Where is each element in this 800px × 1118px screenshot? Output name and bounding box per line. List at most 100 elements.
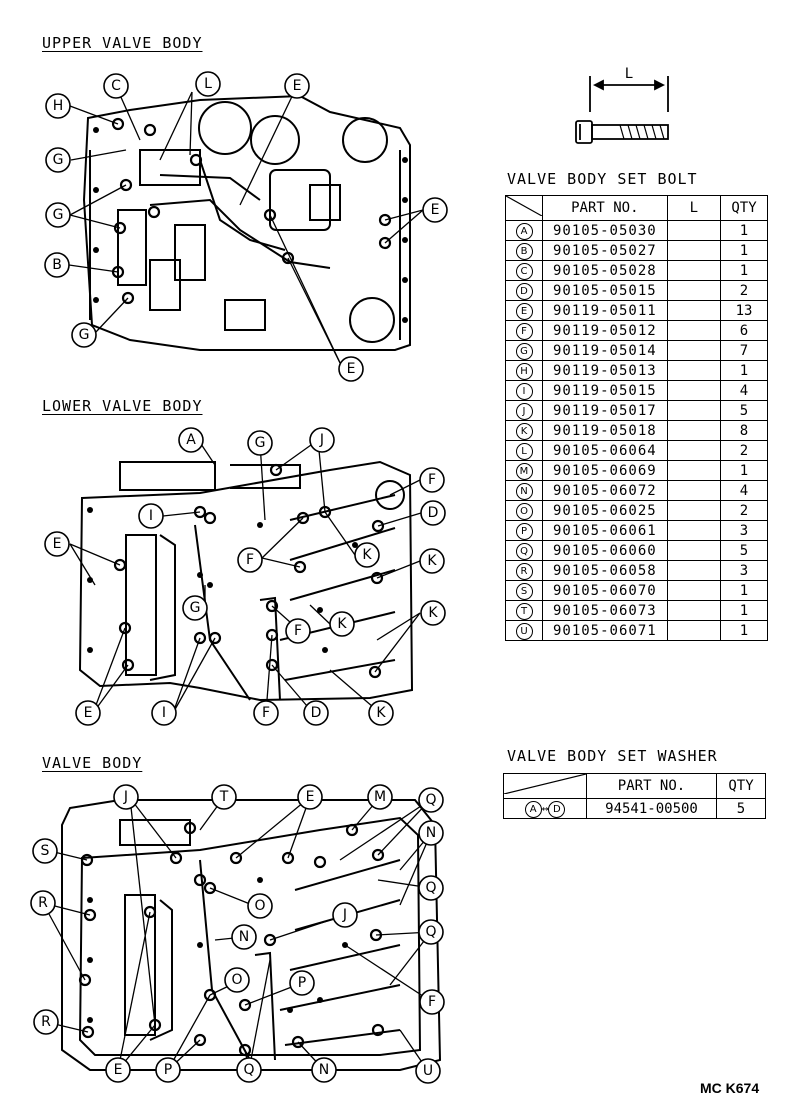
bolt-qty: 5 <box>719 400 769 421</box>
svg-text:L: L <box>204 76 212 92</box>
bolt-key-letter: F <box>515 322 533 340</box>
bolt-key-cell: T <box>505 600 543 621</box>
callout-lower-f1: F <box>419 467 445 493</box>
bolt-key-cell: A <box>505 220 543 241</box>
svg-text:D: D <box>311 705 322 721</box>
bolt-part-no: 90105-06058 <box>542 560 668 581</box>
bolt-key-letter: A <box>515 222 533 240</box>
bolt-length <box>666 560 721 581</box>
svg-text:K: K <box>376 705 386 721</box>
washer-header-diagonal <box>503 773 587 799</box>
svg-text:P: P <box>298 975 306 991</box>
callout-upper-e2: E <box>422 197 448 223</box>
callout-upper-g2: G <box>45 202 71 228</box>
bolt-length <box>666 400 721 421</box>
callout-upper-h: H <box>45 93 71 119</box>
bolt-part-no: 90119-05012 <box>542 320 668 341</box>
svg-text:C: C <box>111 78 121 94</box>
valve-callouts: J T E M Q S N O R N Q J Q O P F R E P Q … <box>30 784 445 1084</box>
callout-valve-p2: P <box>155 1057 181 1083</box>
callout-lower-k3: K <box>329 611 355 637</box>
bolt-length <box>666 380 721 401</box>
svg-text:J: J <box>319 432 324 448</box>
bolt-key-cell: P <box>505 520 543 541</box>
callout-valve-o1: O <box>247 893 273 919</box>
svg-text:F: F <box>428 472 436 488</box>
bolt-part-no: 90105-06070 <box>542 580 668 601</box>
svg-text:N: N <box>319 1062 329 1078</box>
svg-text:N: N <box>426 825 436 841</box>
header-key-diagonal <box>505 195 543 221</box>
callout-valve-q2: Q <box>418 875 444 901</box>
bolt-length <box>666 520 721 541</box>
svg-text:R: R <box>38 895 48 911</box>
callout-valve-q1: Q <box>418 787 444 813</box>
lower-valve-body-title: LOWER VALVE BODY <box>42 397 203 415</box>
bolt-length <box>666 500 721 521</box>
callout-lower-k5: K <box>368 700 394 726</box>
callout-valve-e2: E <box>105 1057 131 1083</box>
bolt-qty: 2 <box>719 280 769 301</box>
callout-lower-e1: E <box>44 531 70 557</box>
bolt-length <box>666 280 721 301</box>
bolt-qty: 1 <box>719 460 769 481</box>
bolt-length-label: L <box>625 66 633 82</box>
bolt-length <box>666 480 721 501</box>
callout-valve-s: S <box>32 838 58 864</box>
bolt-key-letter: U <box>515 622 533 640</box>
bolt-part-no: 90105-06073 <box>542 600 668 621</box>
arrow-icon: ↔ <box>541 801 549 815</box>
bolt-key-letter: N <box>515 482 533 500</box>
bolt-key-letter: C <box>515 262 533 280</box>
bolt-qty: 1 <box>719 220 769 241</box>
callout-valve-r2: R <box>33 1009 59 1035</box>
header-part-no: PART NO. <box>542 195 668 221</box>
callout-lower-a: A <box>178 427 204 453</box>
svg-text:R: R <box>41 1014 51 1030</box>
bolt-part-no: 90105-06025 <box>542 500 668 521</box>
bolt-length <box>666 300 721 321</box>
bolt-qty: 1 <box>719 600 769 621</box>
svg-text:E: E <box>84 705 93 721</box>
bolt-qty: 3 <box>719 520 769 541</box>
bolt-key-cell: Q <box>505 540 543 561</box>
callout-valve-t: T <box>211 784 237 810</box>
bolt-part-no: 90105-05027 <box>542 240 668 261</box>
upper-valve-body-title: UPPER VALVE BODY <box>42 34 203 52</box>
bolt-qty: 1 <box>719 360 769 381</box>
svg-text:E: E <box>431 202 440 218</box>
header-l: L <box>666 195 721 221</box>
bolt-part-no: 90119-05013 <box>542 360 668 381</box>
svg-text:G: G <box>79 327 90 343</box>
bolt-qty: 3 <box>719 560 769 581</box>
callout-valve-m: M <box>367 784 393 810</box>
bolt-table-header: PART NO. L QTY <box>505 195 769 221</box>
svg-text:E: E <box>293 78 302 94</box>
bolt-key-cell: B <box>505 240 543 261</box>
bolt-key-letter: B <box>515 242 533 260</box>
callout-valve-j2: J <box>332 902 358 928</box>
bolt-key-cell: O <box>505 500 543 521</box>
callout-lower-g2: G <box>182 595 208 621</box>
svg-text:F: F <box>246 552 254 568</box>
svg-text:K: K <box>427 553 437 569</box>
upper-valve-body-drawing <box>82 94 411 351</box>
washer-key-from: A <box>524 800 542 818</box>
bolt-key-letter: Q <box>515 542 533 560</box>
svg-text:E: E <box>306 789 315 805</box>
bolt-length <box>666 540 721 561</box>
svg-text:J: J <box>342 907 347 923</box>
bolt-length <box>666 440 721 461</box>
callout-lower-f4: F <box>253 700 279 726</box>
upper-callouts: C L E H G G E B G E <box>44 71 448 382</box>
svg-text:B: B <box>52 257 62 273</box>
